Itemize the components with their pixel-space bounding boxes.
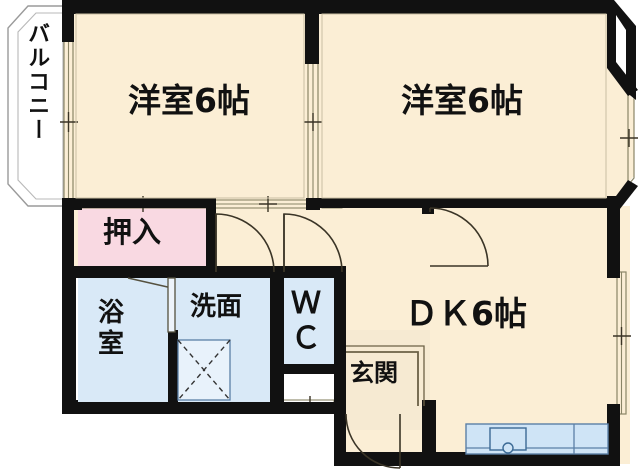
oshiire-floor — [78, 206, 208, 268]
room-label-wc: Ｗ Ｃ — [291, 286, 321, 357]
room-label-yokushitsu: 浴 室 — [98, 298, 124, 359]
room-label-oshiire: 押入 — [103, 215, 162, 249]
dk-right-window — [613, 271, 631, 415]
yokushitsu-floor — [78, 276, 174, 404]
bedroom-left-floor — [70, 6, 313, 206]
yokushitsu-char-1: 浴 — [98, 298, 125, 328]
door-hall-dk — [429, 207, 489, 267]
kitchen-sink-counter — [465, 423, 609, 455]
walls — [62, 0, 638, 466]
door-bedroom-right — [283, 213, 343, 273]
room-label-dk: ＤＫ6帖 — [405, 294, 527, 333]
bedroom-right-floor — [313, 6, 634, 206]
genkan-floor — [340, 330, 430, 430]
balcony-area — [7, 5, 71, 207]
wc-char-1: Ｗ — [291, 286, 321, 321]
washing-machine-space — [177, 339, 231, 401]
yokushitsu-char-2: 室 — [98, 328, 125, 359]
interior-outlines — [75, 13, 607, 199]
wc-char-2: Ｃ — [291, 321, 321, 357]
room-label-genkan: 玄関 — [350, 359, 398, 387]
room-label-bedroom-left: 洋室6帖 — [128, 81, 250, 120]
wc-floor — [282, 276, 340, 370]
wc-lower-white — [282, 370, 340, 404]
door-entrance — [345, 413, 401, 469]
room-label-senmen: 洗面 — [190, 292, 243, 322]
room-label-balcony: バルコニー — [24, 22, 50, 142]
door-bath-folding — [127, 277, 176, 333]
room-label-bedroom-right: 洋室6帖 — [401, 81, 523, 120]
door-bedroom-left — [215, 213, 275, 273]
genkan-step — [346, 345, 425, 406]
